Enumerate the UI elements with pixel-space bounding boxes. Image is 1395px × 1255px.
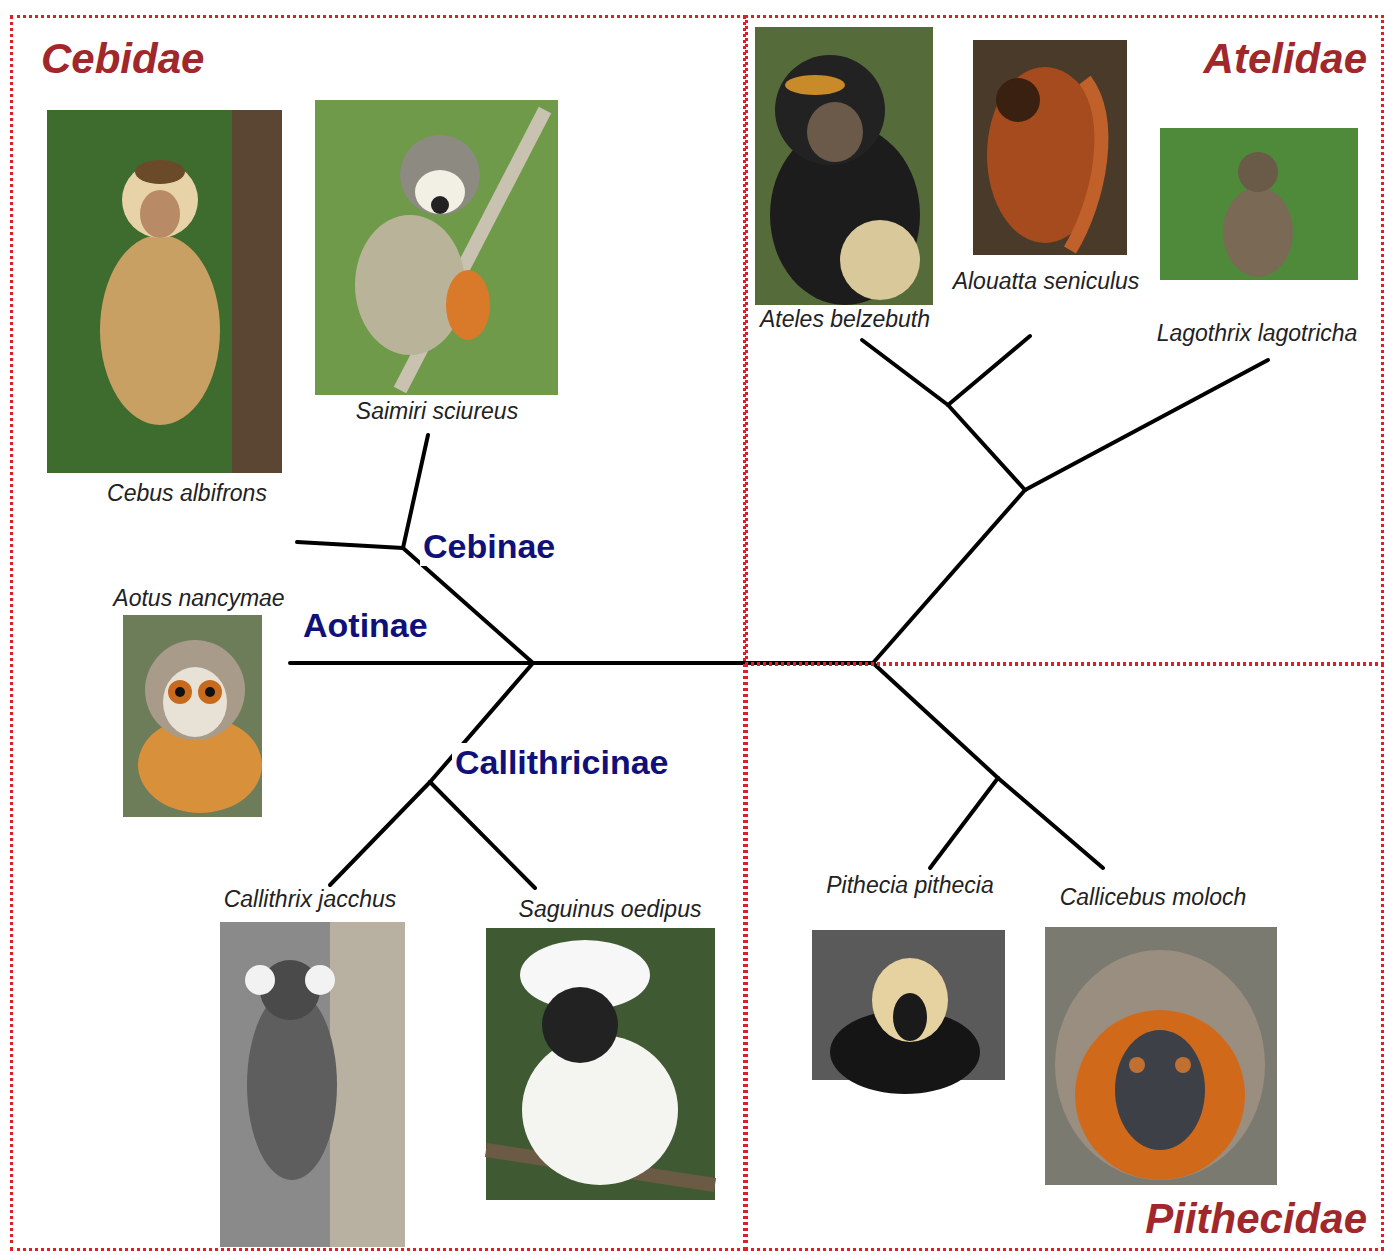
saimiri-photo [315, 100, 558, 395]
photo-ground [315, 100, 558, 395]
tree-branch [948, 336, 1030, 405]
monkey-belly [840, 220, 920, 300]
tree-branch [1025, 360, 1268, 490]
tree-branch [330, 782, 430, 885]
monkey-tail [1070, 80, 1101, 250]
monkey-head [400, 135, 480, 215]
callicebus-photo [1045, 927, 1277, 1185]
monkey-pupil [175, 687, 185, 697]
photo-ground [1160, 128, 1358, 280]
monkey-head [775, 55, 885, 165]
photo-ground [973, 40, 1127, 255]
monkey-muzzle [431, 196, 449, 214]
monkey-face [807, 102, 863, 162]
monkey-face [163, 667, 227, 737]
monkey-head [1238, 152, 1278, 192]
ear-tuft [245, 965, 275, 995]
cebus-photo [47, 110, 282, 473]
photo-ground [47, 110, 282, 473]
tree-trunk [232, 110, 282, 473]
photo-ground [220, 922, 405, 1247]
callithrix-photo [220, 922, 405, 1247]
pithecia-photo [812, 930, 1005, 1094]
tree-branch [297, 542, 403, 548]
family-name: Cebidae [41, 36, 204, 82]
family-name: Atelidae [1204, 36, 1367, 82]
monkey-face [893, 993, 927, 1041]
monkey-cap [135, 160, 185, 184]
monkey-face [1115, 1030, 1205, 1150]
species-name: Saimiri sciureus [354, 398, 520, 424]
species-name: Ateles belzebuth [758, 306, 932, 332]
ateles-photo [755, 27, 933, 305]
species-name: Alouatta seniculus [951, 268, 1142, 294]
monkey-head [145, 640, 245, 740]
species-name: Lagothrix lagotricha [1155, 320, 1360, 346]
alouatta-photo [973, 40, 1127, 255]
subfamily-name: Callithricinae [452, 743, 672, 782]
monkey-head [872, 958, 948, 1042]
photo-ground [123, 615, 262, 817]
species-name: Callithrix jacchus [222, 886, 399, 912]
tree-branch [862, 340, 948, 405]
monkey-body [1223, 187, 1293, 277]
monkey-eye [198, 680, 222, 704]
monkey-eye [1175, 1057, 1191, 1073]
tree-branch [948, 405, 1025, 490]
species-name: Saguinus oedipus [517, 896, 704, 922]
monkey-arm [446, 270, 490, 340]
photo-ground [486, 928, 715, 1200]
ear-tuft [305, 965, 335, 995]
family-region: Piithecidae [745, 663, 1384, 1251]
family-name: Piithecidae [1145, 1196, 1367, 1242]
photo-ground [755, 27, 933, 305]
tree-branch [873, 490, 1025, 663]
monkey-body [355, 215, 465, 355]
tree-branches [290, 336, 1268, 888]
subfamily-name: Aotinae [300, 606, 431, 645]
monkey-pupil [205, 687, 215, 697]
brow-band [785, 75, 845, 95]
tree-trunk [330, 922, 405, 1247]
monkey-mask [415, 170, 465, 214]
tree-branch [430, 782, 535, 888]
monkey-eye [168, 680, 192, 704]
tree-branch [998, 778, 1103, 868]
monkey-head [542, 987, 618, 1063]
monkey-body [100, 235, 220, 425]
photo-ground [1045, 927, 1277, 1185]
saguinus-photo [486, 928, 715, 1200]
lagothrix-photo [1160, 128, 1358, 280]
species-name: Aotus nancymae [111, 585, 286, 611]
monkey-body [522, 1035, 678, 1185]
tree-branch [873, 663, 998, 778]
aotus-photo [123, 615, 262, 817]
tree-branch [930, 778, 998, 868]
species-name: Cebus albifrons [105, 480, 269, 506]
species-name: Callicebus moloch [1058, 884, 1249, 910]
tree-branch [290, 661, 533, 665]
monkey-face [140, 190, 180, 238]
monkey-beard [1075, 1010, 1245, 1180]
monkey-face [996, 78, 1040, 122]
monkey-eye [1129, 1057, 1145, 1073]
monkey-head [1055, 950, 1265, 1180]
species-name: Pithecia pithecia [824, 872, 996, 898]
subfamily-name: Cebinae [420, 527, 558, 566]
